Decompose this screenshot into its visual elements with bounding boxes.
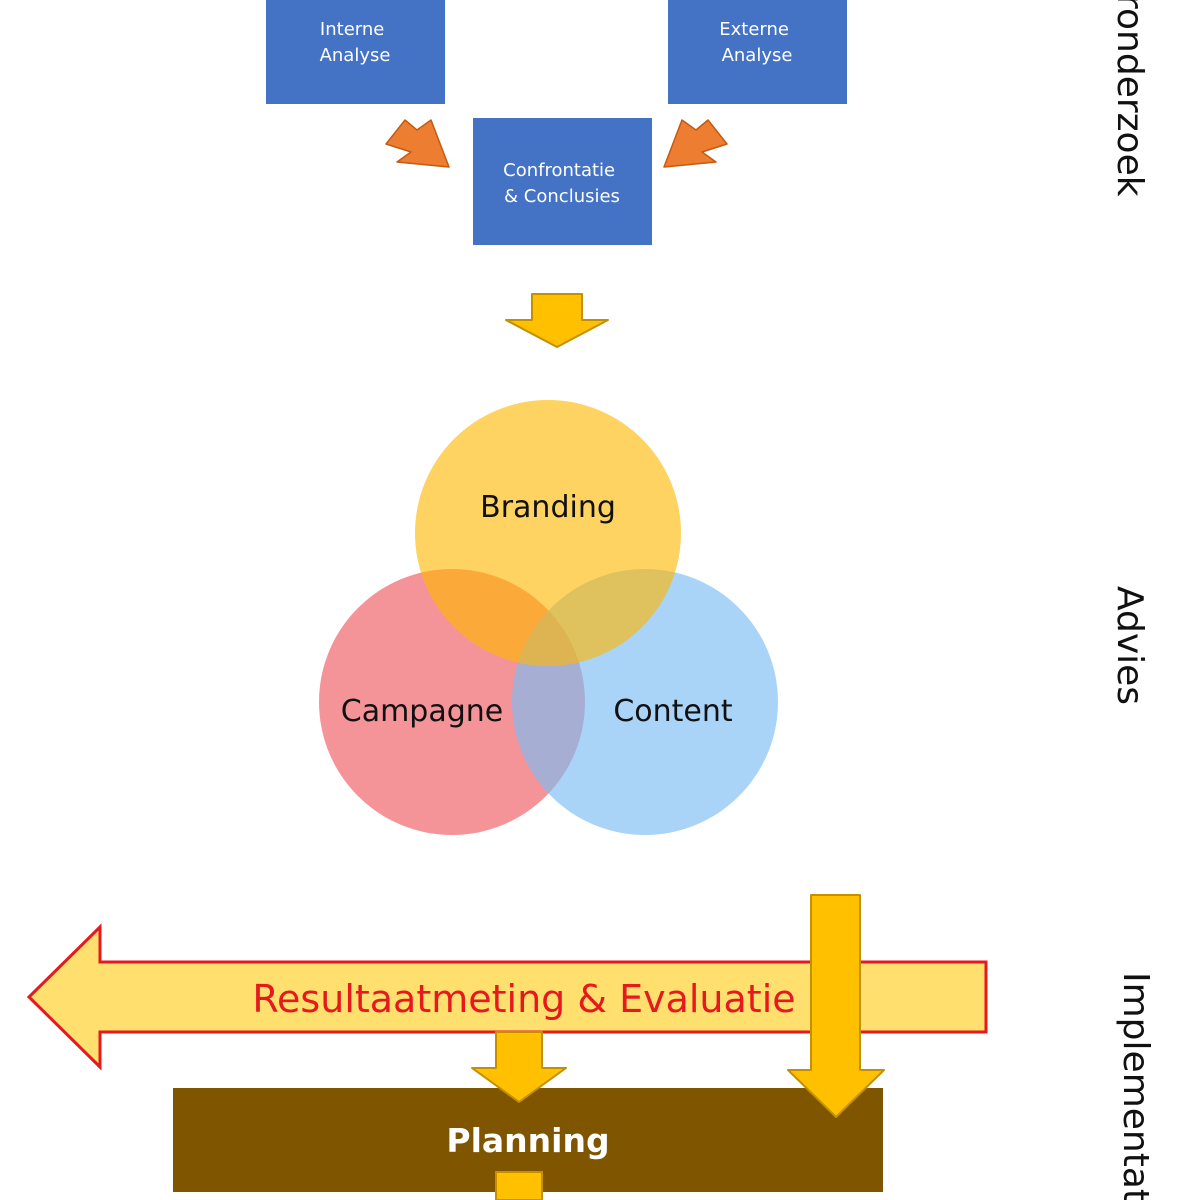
venn-diagram [319,400,778,835]
confrontatie-line1: Confrontatie [503,160,615,181]
phase-label-implementatie: Implementati [1115,972,1156,1200]
evaluatie-banner-label: Resultaatmeting & Evaluatie [252,977,795,1021]
phase-label-vooronderzoek: ronderzoek [1109,0,1150,197]
branding-circle [415,400,681,666]
externe-analyse-line1: Externe [719,19,789,40]
externe-analyse-line2: Analyse [722,45,793,66]
campagne-label: Campagne [341,694,504,729]
interne-analyse-line2: Analyse [320,45,391,66]
down-arrow-to-advies [505,293,609,348]
externe-analyse-box [668,0,847,104]
planning-label: Planning [446,1121,609,1160]
phase-label-advies: Advies [1109,586,1150,705]
interne-to-confrontatie-arrow [385,119,450,168]
confrontatie-box [473,118,652,245]
content-label: Content [613,694,733,729]
planning-output-arrow-stub [495,1171,543,1200]
externe-to-confrontatie-arrow [663,119,728,168]
advies-to-planning-arrow [787,894,885,1118]
evaluatie-to-planning-arrow [471,1031,567,1103]
interne-analyse-box [266,0,445,104]
svg-text:Externe Analyse: Externe Analyse [719,19,794,66]
branding-label: Branding [480,490,616,525]
svg-text:Confrontatie & Conclusies: Confrontatie & Conclusies [503,160,621,207]
interne-analyse-line1: Interne [320,19,384,40]
confrontatie-line2: & Conclusies [504,186,620,207]
svg-text:Interne Analyse: Interne Analyse [320,19,391,66]
